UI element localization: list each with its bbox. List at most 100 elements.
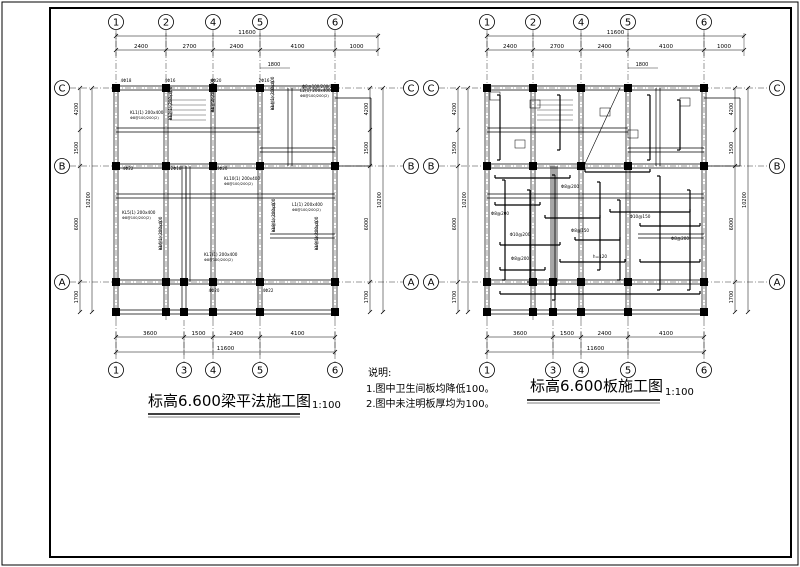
column [256,162,264,170]
column [577,84,585,92]
dim-tick [77,163,83,169]
top-dim-total: 11600 [607,30,625,36]
dim-tick [745,85,751,91]
axis-label-side: B [408,162,415,173]
column [162,162,170,170]
beam-stirrup: Φ8@100/200(2) [292,208,321,212]
opening-box [489,91,501,101]
column [549,278,557,286]
axis-label-top: 5 [625,18,631,29]
dim-tick [465,309,471,315]
side-dim-value: 1700 [729,291,735,304]
dim-tick [367,127,373,133]
top-dim-value: 2700 [550,44,564,50]
column [180,278,188,286]
bottom-dim-value: 3600 [513,331,527,337]
rebar-note: 4Φ22 [123,166,134,171]
axis-bubble-bottom [696,362,712,378]
column [624,162,632,170]
axis-label-side: C [59,84,66,95]
dim-tick [701,349,707,355]
axis-bubble-bottom [176,362,192,378]
dim-tick [77,279,83,285]
column [162,308,170,316]
dim-tick [455,127,461,133]
dim-tick [732,309,738,315]
column [256,308,264,316]
column [529,84,537,92]
beam-label: KL3(2) 200x400 [210,78,215,112]
opening-box [529,99,541,109]
column [209,84,217,92]
column [331,84,339,92]
beam-label: KL7(1) 200x400 [204,252,238,257]
column [529,308,537,316]
side-dim-total: 10200 [462,192,468,208]
column [700,162,708,170]
beam-label: KL8(1) 200x400 [271,198,276,232]
side-dim-total: 10200 [742,192,748,208]
side-dim-value: 1500 [364,142,370,155]
beam-stirrup: Φ8@100/200(2) [224,182,253,186]
column [209,162,217,170]
slab-note: Φ8@200 [671,236,689,241]
column [256,278,264,286]
beam-stirrup: Φ8@100/200(2) [300,94,329,98]
slab-note: h=120 [593,254,607,259]
side-dim-total: 10200 [86,192,92,208]
beam-label: KL2(1) 200x400 [168,86,173,120]
dim-tick [367,163,373,169]
column [112,308,120,316]
axis-label-top: 1 [484,18,490,29]
slab-note: Φ10@150 [630,214,651,219]
side-dim-value: 1700 [452,291,458,304]
column [331,278,339,286]
column [577,162,585,170]
beam-label: KL1(1) 200x400 [130,110,164,115]
column [529,278,537,286]
axis-label-side: A [428,278,435,289]
beam-stirrup: Φ8@100/200(2) [122,216,151,220]
axis-label-bottom: 5 [625,366,631,377]
side-dim-value: 4200 [364,103,370,116]
axis-bubble-bottom [252,362,268,378]
dim-tick [332,349,338,355]
column [209,308,217,316]
axis-label-top: 2 [530,18,536,29]
axis-label-side: B [59,162,66,173]
axis-label-top: 4 [578,18,584,29]
rebar-note: 4Φ16 [165,78,176,83]
dim-tick [89,309,95,315]
axis-label-top: 6 [332,18,338,29]
axis-bubble-top [158,14,174,30]
column [483,278,491,286]
axis-label-side: A [408,278,415,289]
dim-tick [367,279,373,285]
top-dim-value: 1000 [717,44,731,50]
dim-tick [113,349,119,355]
axis-bubble-bottom [620,362,636,378]
side-dim-value: 6000 [364,218,370,231]
slab-note: Φ10@200 [510,232,531,237]
axis-label-side: C [774,84,781,95]
side-dim-value: 1500 [729,142,735,155]
side-dim-value: 1500 [74,142,80,155]
axis-label-bottom: 4 [578,366,584,377]
note-item-2: 2.图中未注明板厚均为100。 [366,397,495,410]
side-dim-value: 6000 [729,218,735,231]
opening-box [627,129,639,139]
bottom-dim-total: 11600 [217,346,235,352]
axis-label-bottom: 1 [113,366,119,377]
axis-bubble-top [205,14,221,30]
slab-plan-title: 标高6.600板施工图 [530,377,663,395]
bottom-dim-value: 4100 [291,331,305,337]
axis-bubble-side [423,274,439,290]
dim-tick [367,85,373,91]
slab-note: Φ8@200 [561,184,579,189]
axis-bubble-bottom [545,362,561,378]
